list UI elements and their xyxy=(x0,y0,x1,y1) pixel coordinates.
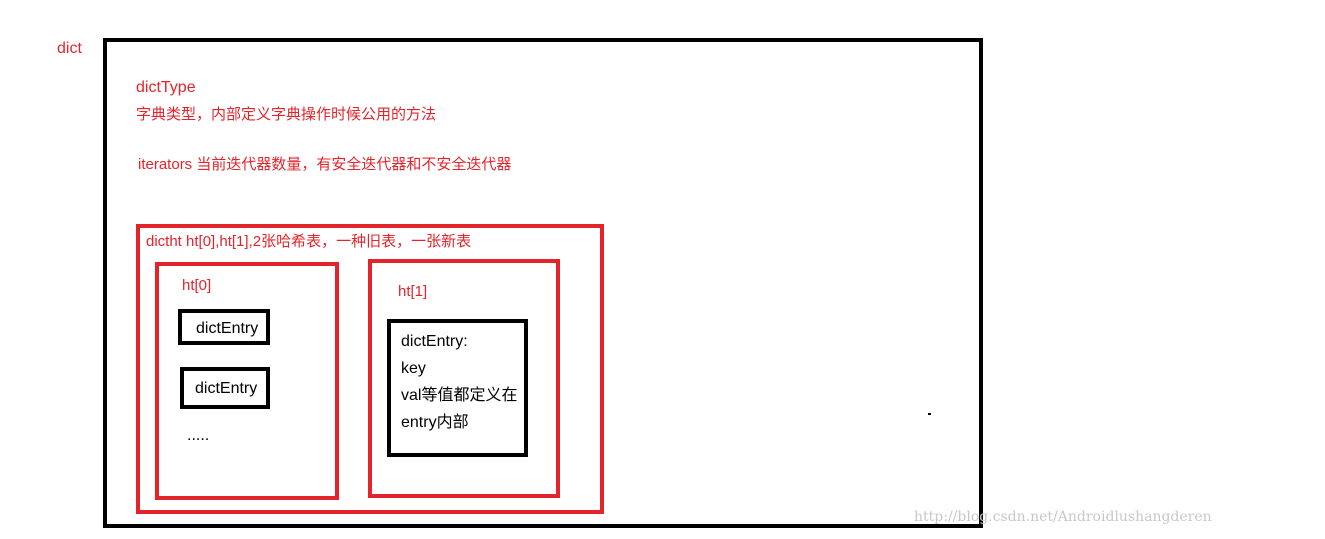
dict-box xyxy=(103,38,983,528)
ht1-label: ht[1] xyxy=(398,283,428,300)
dict-entry-box-1 xyxy=(178,309,270,345)
watermark: http://blog.csdn.net/Androidlushangderen xyxy=(914,509,1212,525)
dict-label: dict xyxy=(57,40,82,57)
dict-entry-label-2: dictEntry xyxy=(195,380,258,397)
dict-type-description: 字典类型，内部定义字典操作时候公用的方法 xyxy=(136,106,437,123)
dict-type-title: dictType xyxy=(136,79,196,96)
ht0-box xyxy=(155,262,339,500)
dict-entry-box-2 xyxy=(180,367,270,409)
dict-entry-detail: dictEntry: key val等值都定义在 entry内部 xyxy=(401,328,525,436)
iterators-description: iterators 当前迭代器数量，有安全迭代器和不安全迭代器 xyxy=(138,156,512,173)
dict-entry-detail-box xyxy=(387,319,528,457)
dict-entry-detail-line-3: val等值都定义在 xyxy=(401,387,518,404)
stray-mark xyxy=(928,413,931,415)
ht0-label: ht[0] xyxy=(182,277,212,294)
dict-entry-detail-line-2: key xyxy=(401,360,426,377)
ellipsis: ..... xyxy=(187,427,210,444)
dictht-box xyxy=(136,224,604,514)
ht1-box xyxy=(368,259,560,498)
dict-entry-detail-line-1: dictEntry: xyxy=(401,333,468,350)
dict-entry-detail-line-4: entry内部 xyxy=(401,414,469,431)
dictht-label: dictht ht[0],ht[1],2张哈希表，一种旧表，一张新表 xyxy=(146,233,472,250)
dict-entry-label-1: dictEntry xyxy=(196,320,259,337)
